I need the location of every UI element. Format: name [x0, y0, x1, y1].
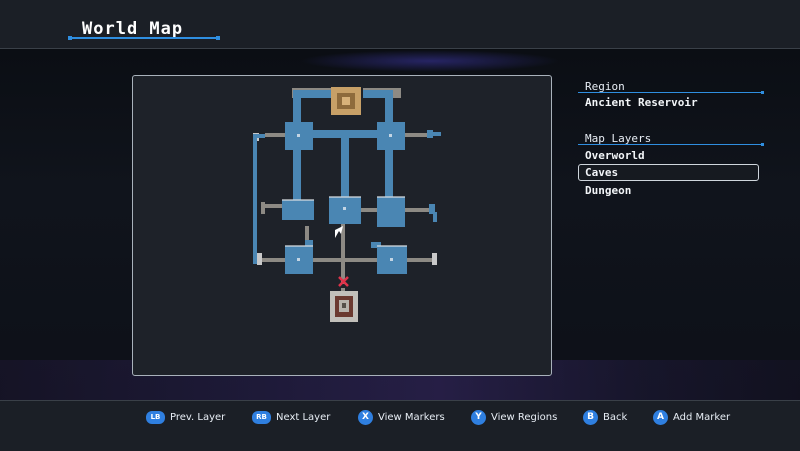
room [293, 90, 331, 98]
corridor [407, 258, 433, 262]
corridor [341, 288, 345, 292]
room [385, 150, 393, 198]
corridor [261, 202, 265, 214]
hint-next-layer[interactable]: RB Next Layer [252, 409, 330, 425]
room [433, 212, 437, 222]
layers-underline [578, 143, 764, 146]
corridor [257, 253, 262, 265]
room [363, 90, 393, 98]
corridor [305, 226, 309, 248]
corridor [265, 133, 290, 137]
b-button-icon: B [583, 409, 598, 425]
hint-label: View Markers [378, 411, 445, 423]
header-bar: World Map [0, 0, 800, 49]
room [253, 134, 265, 138]
sealed-room-core [342, 303, 346, 308]
room [433, 132, 441, 136]
hint-view-markers[interactable]: X View Markers [358, 409, 445, 425]
room [427, 130, 433, 138]
room [293, 90, 301, 130]
hint-label: Back [603, 411, 628, 423]
room [371, 242, 381, 248]
room-detail [297, 258, 300, 261]
map-panel[interactable] [132, 75, 552, 376]
footer-bar [0, 400, 800, 451]
region-label: Region [585, 80, 625, 93]
hint-label: View Regions [491, 411, 558, 423]
layer-item-dungeon[interactable]: Dungeon [585, 184, 632, 197]
room [253, 134, 257, 264]
x-marker-icon[interactable] [338, 276, 349, 287]
hint-view-regions[interactable]: Y View Regions [471, 409, 557, 425]
corridor [261, 258, 287, 262]
corridor [361, 208, 377, 212]
lb-button-icon: LB [146, 410, 165, 424]
layer-item-overworld[interactable]: Overworld [585, 149, 645, 162]
x-button-icon: X [358, 409, 373, 425]
room-detail [343, 207, 346, 210]
corridor [313, 258, 377, 262]
hint-label: Add Marker [673, 411, 731, 423]
corridor [405, 133, 427, 137]
map-canvas[interactable] [133, 76, 553, 377]
room [305, 240, 313, 248]
sealed-room [330, 291, 358, 322]
hint-add-marker[interactable]: A Add Marker [653, 409, 730, 425]
y-button-icon: Y [471, 409, 486, 425]
room [313, 130, 377, 138]
room [329, 197, 361, 224]
room [429, 204, 435, 214]
map-marker[interactable] [338, 276, 349, 287]
room [377, 197, 405, 227]
background-glow-top [300, 50, 560, 72]
corridor [341, 224, 345, 284]
room [341, 138, 349, 198]
region-value: Ancient Reservoir [585, 96, 698, 109]
rooms [253, 90, 441, 274]
corridor [262, 204, 282, 208]
a-button-icon: A [653, 409, 668, 425]
objective-room [331, 87, 361, 115]
objective-room-center [342, 97, 350, 105]
room-detail [390, 258, 393, 261]
hint-prev-layer[interactable]: LB Prev. Layer [146, 409, 225, 425]
room [293, 150, 301, 200]
player-position [335, 226, 343, 238]
room [385, 90, 393, 130]
corridor [405, 208, 429, 212]
room-details [297, 134, 393, 261]
rb-button-icon: RB [252, 410, 271, 424]
hint-label: Prev. Layer [170, 411, 226, 423]
room-detail [389, 134, 392, 137]
title-underline [68, 36, 220, 40]
corridor [432, 253, 437, 265]
layers-label: Map Layers [585, 132, 652, 145]
room [282, 200, 314, 220]
player-arrow-icon [335, 226, 343, 238]
hint-back[interactable]: B Back [583, 409, 627, 425]
room-outlines [282, 196, 407, 247]
hint-label: Next Layer [276, 411, 331, 423]
room-detail [297, 134, 300, 137]
region-underline [578, 91, 764, 94]
page-title: World Map [82, 19, 184, 39]
layer-item-caves[interactable]: Caves [578, 164, 759, 181]
